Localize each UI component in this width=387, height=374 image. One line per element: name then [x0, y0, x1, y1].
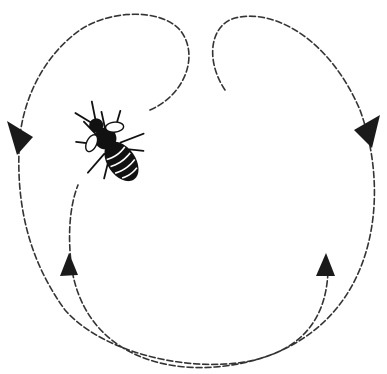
bee-icon	[56, 88, 162, 199]
bee-wing-right	[105, 121, 124, 133]
arrow-left-down-icon	[7, 121, 33, 155]
arrow-right-down-icon	[354, 115, 380, 148]
arrow-right-up-icon	[316, 253, 335, 276]
right-loop-path	[70, 16, 375, 367]
arrow-left-up-icon	[60, 253, 78, 276]
left-loop-path	[19, 14, 328, 364]
